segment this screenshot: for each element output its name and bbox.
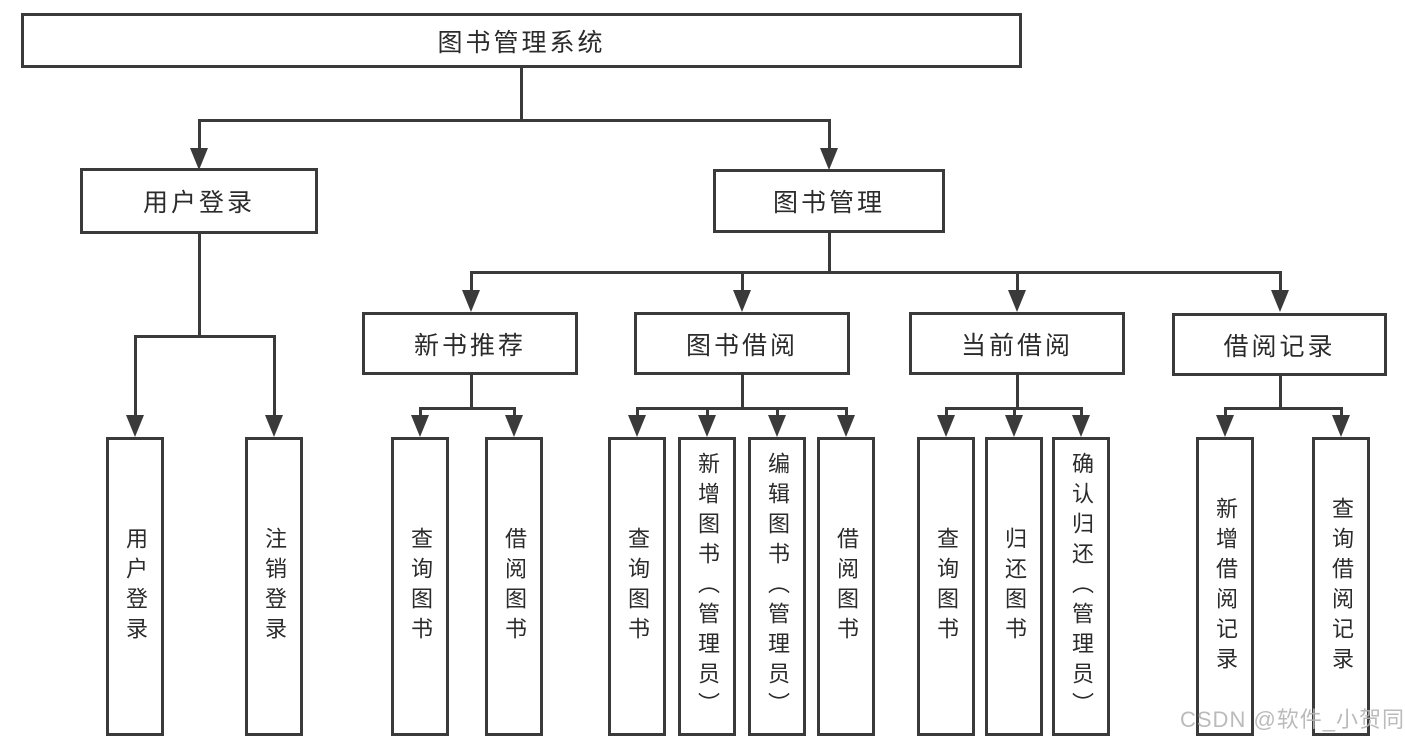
arrowhead-down bbox=[698, 415, 716, 437]
node-label: 借阅图书 bbox=[502, 526, 527, 647]
node-book-borrowing: 图书借阅 bbox=[634, 312, 850, 375]
leaf-add-books-admin: 新增图书（管理员） bbox=[678, 437, 736, 736]
node-label: 图书管理系统 bbox=[437, 28, 606, 57]
leaf-logout: 注销登录 bbox=[245, 437, 303, 736]
arrowhead-down bbox=[768, 415, 786, 437]
arrowhead-down bbox=[837, 415, 855, 437]
connector-line bbox=[1340, 408, 1343, 419]
connector-line bbox=[1224, 408, 1227, 419]
node-label: 查询借阅记录 bbox=[1329, 496, 1354, 677]
connector-line bbox=[1279, 272, 1282, 294]
node-label: 用户登录 bbox=[142, 189, 255, 217]
connector-line bbox=[198, 120, 201, 152]
leaf-query-books-current: 查询图书 bbox=[917, 437, 975, 736]
connector-line bbox=[134, 336, 137, 419]
node-new-book-recommendation: 新书推荐 bbox=[362, 312, 578, 375]
connector-line bbox=[1279, 375, 1282, 409]
node-label: 当前借阅 bbox=[960, 331, 1073, 360]
leaf-add-borrow-record: 新增借阅记录 bbox=[1196, 437, 1254, 736]
connector-line bbox=[419, 407, 516, 410]
connector-line bbox=[828, 232, 831, 273]
node-label: 新增借阅记录 bbox=[1213, 496, 1238, 677]
connector-line bbox=[776, 408, 779, 419]
node-label: 查询图书 bbox=[408, 526, 433, 647]
arrowhead-down bbox=[1072, 415, 1090, 437]
arrowhead-down bbox=[820, 148, 838, 170]
leaf-borrow-books-recommend: 借阅图书 bbox=[485, 437, 543, 736]
arrowhead-down bbox=[937, 415, 955, 437]
node-current-borrowing: 当前借阅 bbox=[909, 312, 1125, 375]
node-label: 新书推荐 bbox=[413, 331, 526, 360]
node-label: 图书借阅 bbox=[685, 331, 798, 360]
arrowhead-down bbox=[1332, 415, 1350, 437]
connector-line bbox=[419, 408, 422, 419]
arrowhead-down bbox=[265, 415, 283, 437]
connector-line bbox=[1013, 408, 1016, 419]
connector-line bbox=[1080, 408, 1083, 419]
node-label: 用户登录 bbox=[123, 526, 148, 647]
csdn-watermark: CSDN @软件_小贺同学 bbox=[1180, 707, 1405, 732]
leaf-user-login: 用户登录 bbox=[106, 437, 164, 736]
leaf-query-books-recommend: 查询图书 bbox=[391, 437, 449, 736]
node-label: 编辑图书（管理员） bbox=[765, 451, 790, 722]
connector-line bbox=[134, 335, 276, 338]
node-label: 注销登录 bbox=[262, 526, 287, 647]
connector-line bbox=[273, 336, 276, 419]
connector-line bbox=[1016, 272, 1019, 294]
node-book-management: 图书管理 bbox=[713, 169, 945, 233]
arrowhead-down bbox=[733, 290, 751, 312]
node-label: 查询图书 bbox=[625, 526, 650, 647]
connector-line bbox=[513, 408, 516, 419]
node-label: 图书管理 bbox=[772, 189, 885, 217]
leaf-query-borrow-record: 查询借阅记录 bbox=[1312, 437, 1370, 736]
connector-line bbox=[470, 271, 1282, 274]
arrowhead-down bbox=[628, 415, 646, 437]
connector-line bbox=[828, 120, 831, 152]
arrowhead-down bbox=[1216, 415, 1234, 437]
connector-line bbox=[198, 119, 831, 122]
connector-line bbox=[198, 233, 201, 337]
leaf-query-books-borrowing: 查询图书 bbox=[608, 437, 666, 736]
leaf-return-books: 归还图书 bbox=[985, 437, 1043, 736]
connector-line bbox=[945, 408, 948, 419]
connector-line bbox=[706, 408, 709, 419]
arrowhead-down bbox=[190, 148, 208, 170]
node-label: 借阅图书 bbox=[834, 526, 859, 647]
node-label: 确认归还（管理员） bbox=[1069, 451, 1094, 722]
arrowhead-down bbox=[1005, 415, 1023, 437]
node-borrowing-records: 借阅记录 bbox=[1172, 313, 1387, 376]
leaf-confirm-return-admin: 确认归还（管理员） bbox=[1052, 437, 1110, 736]
leaf-edit-books-admin: 编辑图书（管理员） bbox=[748, 437, 806, 736]
arrowhead-down bbox=[126, 415, 144, 437]
node-user-login: 用户登录 bbox=[80, 168, 318, 234]
leaf-borrow-books: 借阅图书 bbox=[817, 437, 875, 736]
node-label: 新增图书（管理员） bbox=[695, 451, 720, 722]
connector-line bbox=[845, 408, 848, 419]
connector-line bbox=[1224, 407, 1343, 410]
node-label: 借阅记录 bbox=[1223, 332, 1336, 361]
connector-line bbox=[741, 272, 744, 294]
arrowhead-down bbox=[462, 290, 480, 312]
arrowhead-down bbox=[505, 415, 523, 437]
connector-line bbox=[470, 272, 473, 294]
connector-line bbox=[1016, 374, 1019, 409]
arrowhead-down bbox=[411, 415, 429, 437]
connector-line bbox=[636, 408, 639, 419]
arrowhead-down bbox=[1271, 290, 1289, 312]
arrowhead-down bbox=[1008, 290, 1026, 312]
connector-line bbox=[741, 374, 744, 409]
node-library-system: 图书管理系统 bbox=[21, 13, 1022, 68]
node-label: 归还图书 bbox=[1002, 526, 1027, 647]
node-label: 查询图书 bbox=[934, 526, 959, 647]
connector-line bbox=[636, 407, 848, 410]
connector-line bbox=[470, 374, 473, 409]
connector-line bbox=[520, 68, 523, 121]
